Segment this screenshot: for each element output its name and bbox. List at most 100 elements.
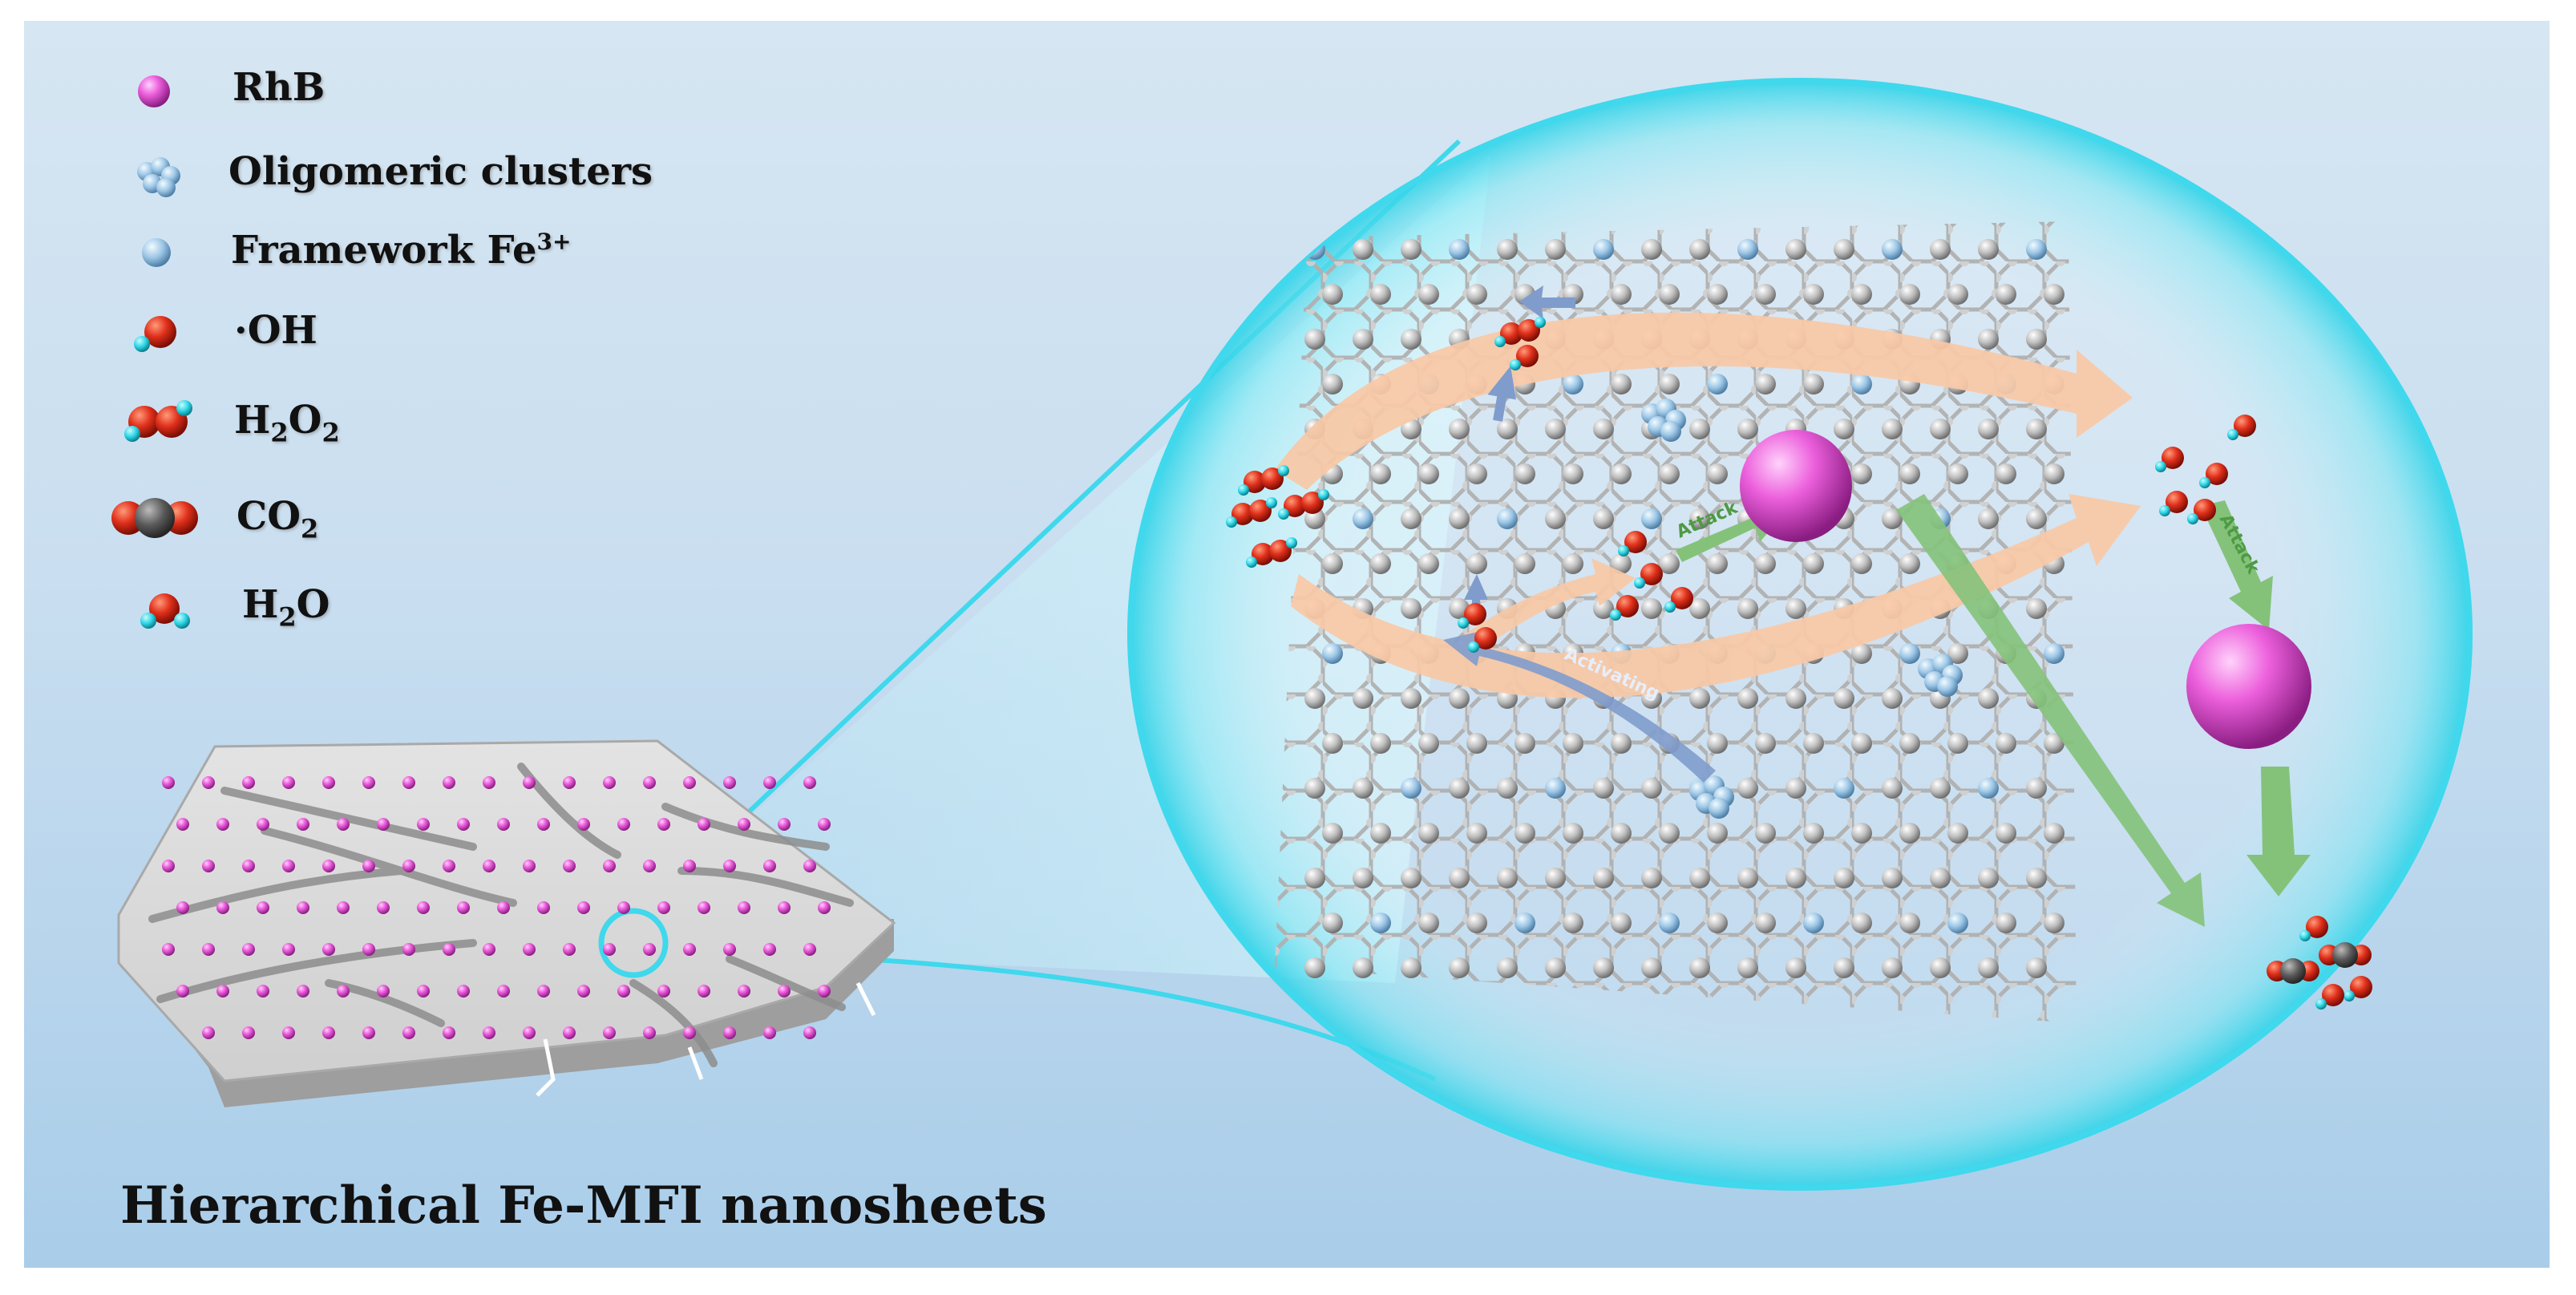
rhb-dot [738,901,750,914]
framework-si-atom [1930,419,1951,439]
framework-si-atom [1755,733,1776,754]
hydrogen-atom [2159,505,2170,516]
framework-si-atom [1978,239,1999,260]
rhb-dot [723,860,736,872]
rhb-dot [202,776,215,789]
rhb-dot [683,860,696,872]
framework-si-atom [1851,643,1872,664]
hydroxyl-molecule [1671,587,1693,609]
rhb-dot [162,943,175,956]
rhb-dot [377,985,390,998]
hydroxyl-molecule [2350,976,2372,998]
framework-si-atom [1497,957,1518,978]
framework-si-atom [1322,823,1343,844]
framework-si-atom [1659,463,1680,484]
rhb-dot [523,860,536,872]
framework-si-atom [1785,688,1806,709]
framework-si-atom [1497,778,1518,799]
framework-si-atom [1593,508,1614,529]
framework-si-atom [1659,374,1680,395]
framework-fe-atom [1899,643,1920,664]
hydrogen-atom [2227,429,2238,440]
h2o2-molecule [1301,492,1324,514]
framework-si-atom [1707,733,1728,754]
framework-si-atom [1370,463,1391,484]
rhb-dot [643,943,656,956]
co2-molecule [2280,958,2306,984]
framework-si-atom [1466,553,1487,574]
framework-si-atom [1353,688,1373,709]
hydrogen-peroxide-icon [124,400,192,442]
h2o2-molecule [1261,467,1284,490]
legend-label-co2: CO2 [237,494,319,544]
framework-si-atom [1641,598,1662,619]
framework-si-atom [1353,957,1373,978]
framework-si-atom [1689,239,1710,260]
framework-si-atom [1803,733,1824,754]
framework-si-atom [1593,778,1614,799]
framework-si-atom [2026,957,2047,978]
framework-si-atom [1707,913,1728,933]
framework-si-atom [1611,823,1632,844]
rhb-dot [402,860,415,872]
rhb-dot [242,943,255,956]
rhb-dot [643,776,656,789]
rhb-dot [362,943,375,956]
framework-fe-atom [1593,239,1614,260]
framework-fe-atom [1322,643,1343,664]
rhb-dot [282,860,295,872]
framework-fe-atom [1882,239,1903,260]
rhb-dot [563,776,576,789]
framework-si-atom [1514,823,1535,844]
legend-label-hydroxyl: ·OH [234,308,317,353]
framework-si-atom [1611,284,1632,305]
rhb-dot [523,943,536,956]
framework-si-atom [1611,553,1632,574]
framework-si-atom [1304,778,1325,799]
framework-fe-atom [1353,508,1373,529]
framework-si-atom [1737,419,1758,439]
h2o2-molecule [1231,503,1254,525]
framework-si-atom [2044,823,2064,844]
rhb-dots [162,776,831,1039]
framework-si-atom [1834,868,1854,888]
hydrogen-atom [1246,556,1257,568]
rhb-dot [778,818,791,831]
fe-mfi-diagram: Activating Attack Attack [111,75,2473,1191]
framework-si-atom [1449,419,1470,439]
framework-si-atom [1545,957,1566,978]
framework-si-atom [1322,733,1343,754]
hydrogen-atom [1278,508,1289,520]
framework-si-atom [1785,868,1806,888]
rhb-dot [778,985,791,998]
framework-si-atom [1418,463,1439,484]
framework-si-atom [1978,508,1999,529]
rhb-dot [683,776,696,789]
rhb-dot [657,818,670,831]
framework-si-atom [1563,553,1583,574]
framework-si-atom [1978,329,1999,350]
framework-si-atom [1851,733,1872,754]
rhb-dot [337,818,350,831]
hydrogen-atom [1618,545,1629,556]
rhb-dot [483,943,495,956]
rhb-dot [362,1026,375,1039]
rhb-dot [202,1026,215,1039]
framework-si-atom [1514,733,1535,754]
framework-si-atom [1851,913,1872,933]
rhb-dot [617,901,630,914]
framework-si-atom [1851,284,1872,305]
framework-fe-atom [1803,913,1824,933]
framework-si-atom [1785,778,1806,799]
framework-si-atom [2044,913,2064,933]
framework-si-atom [1689,508,1710,529]
hydroxyl-molecule [1640,563,1663,585]
framework-si-atom [1803,284,1824,305]
framework-si-atom [1851,823,1872,844]
framework-si-atom [1514,553,1535,574]
framework-si-atom [1707,823,1728,844]
rhb-dot [176,985,189,998]
framework-si-atom [1322,374,1343,395]
framework-fe-atom [1834,778,1854,799]
framework-si-atom [1466,463,1487,484]
